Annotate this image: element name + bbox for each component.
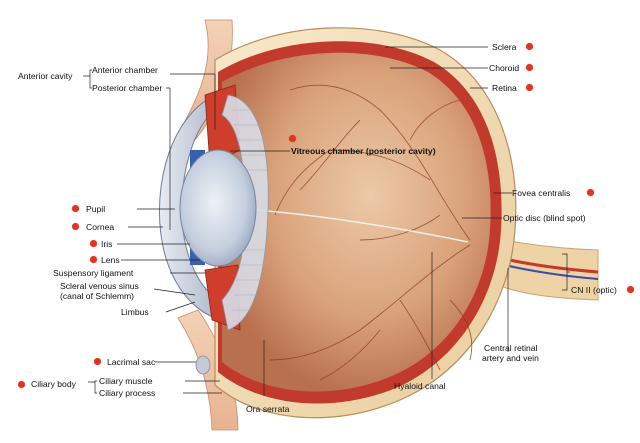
label-ciliary-body: Ciliary body bbox=[31, 379, 76, 389]
label-fovea-centralis: Fovea centralis bbox=[512, 188, 571, 198]
marker-iris bbox=[90, 240, 97, 247]
marker-vitreous bbox=[289, 135, 296, 142]
marker-sclera bbox=[526, 43, 533, 50]
marker-pupil bbox=[72, 205, 79, 212]
marker-fovea bbox=[587, 189, 594, 196]
marker-cornea bbox=[72, 223, 79, 230]
label-scleral-venous-sinus-1: Scleral venous sinus bbox=[60, 281, 139, 291]
label-ciliary-muscle: Ciliary muscle bbox=[99, 376, 153, 386]
label-lens: Lens bbox=[101, 255, 120, 265]
label-limbus: Limbus bbox=[121, 307, 149, 317]
label-scleral-venous-sinus-2: (canal of Schlemm) bbox=[60, 291, 135, 301]
lacrimal-sac-shape bbox=[195, 355, 211, 375]
label-posterior-chamber: Posterior chamber bbox=[92, 83, 163, 93]
label-suspensory-ligament: Suspensory ligament bbox=[53, 268, 134, 278]
marker-cn-ii bbox=[627, 286, 634, 293]
label-optic-disc: Optic disc (blind spot) bbox=[503, 213, 586, 223]
marker-retina bbox=[526, 84, 533, 91]
label-pupil: Pupil bbox=[86, 204, 106, 214]
label-choroid: Choroid bbox=[489, 63, 520, 73]
label-ciliary-process: Ciliary process bbox=[99, 388, 156, 398]
label-hyaloid-canal: Hyaloid canal bbox=[394, 381, 446, 391]
label-central-retinal-1: Central retinal bbox=[484, 343, 538, 353]
label-anterior-cavity: Anterior cavity bbox=[18, 71, 73, 81]
label-anterior-chamber: Anterior chamber bbox=[92, 65, 158, 75]
label-retina: Retina bbox=[492, 83, 517, 93]
label-sclera: Sclera bbox=[492, 42, 517, 52]
retinal-vessels bbox=[269, 84, 473, 381]
hyaloid-canal bbox=[254, 209, 469, 243]
marker-choroid bbox=[526, 64, 533, 71]
label-vitreous-chamber: Vitreous chamber (posterior cavity) bbox=[291, 146, 436, 156]
label-lacrimal-sac: Lacrimal sac bbox=[107, 357, 156, 367]
marker-lens bbox=[90, 256, 97, 263]
leader-lines bbox=[83, 46, 570, 396]
label-cn-ii: CN II (optic) bbox=[571, 285, 617, 295]
marker-lacrimal-sac bbox=[94, 358, 101, 365]
marker-ciliary-body bbox=[18, 381, 25, 388]
lens-shape bbox=[179, 149, 257, 267]
label-central-retinal-2: artery and vein bbox=[482, 353, 539, 363]
label-iris: Iris bbox=[101, 239, 113, 249]
label-cornea: Cornea bbox=[86, 222, 115, 232]
label-ora-serrata: Ora serrata bbox=[246, 404, 290, 414]
